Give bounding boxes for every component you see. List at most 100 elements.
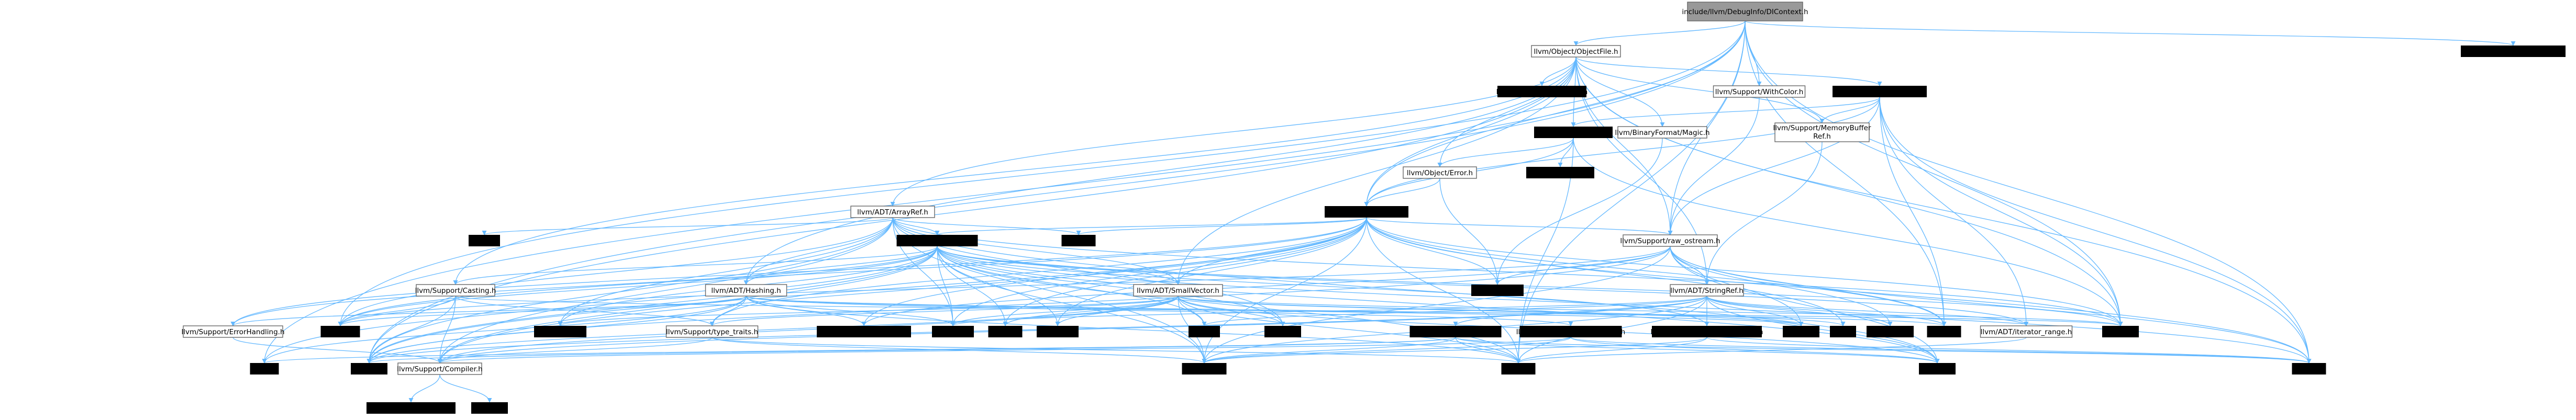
node-label: iterator	[1270, 328, 1296, 336]
node-swift[interactable]: llvm/BinaryFormat/Swift.h	[1496, 86, 1588, 97]
edge-objfile-to-objerror	[1437, 56, 1576, 167]
edge-stlextras-to-errorhandling	[230, 246, 938, 326]
node-label: llvm/Object/ObjectFile.h	[1534, 48, 1618, 56]
edge-objfile-to-supperror	[1364, 56, 1576, 207]
node-cstddef-low: cstddef	[471, 402, 508, 414]
edge-stlextras-to-optional	[338, 246, 938, 326]
edge-arrayref-to-initlist	[558, 217, 893, 326]
node-hashing[interactable]: llvm/ADT/Hashing.h	[705, 284, 787, 297]
node-box	[469, 235, 500, 246]
edge-hashing-to-swapbyteorder	[746, 296, 1573, 326]
node-box	[1182, 363, 1227, 374]
edge-stlextras-to-stlfunctional	[937, 246, 1709, 326]
node-box	[1833, 86, 1927, 97]
edge-smallvector-to-utility	[1178, 296, 1521, 364]
node-smallvector[interactable]: llvm/ADT/SmallVector.h	[1133, 284, 1223, 297]
node-compiler[interactable]: llvm/Support/Compiler.h	[397, 362, 483, 375]
node-withcolor[interactable]: llvm/Support/WithColor.h	[1713, 85, 1806, 98]
edge-smallvector-to-initlist	[558, 296, 1179, 326]
node-box	[1617, 126, 1707, 139]
node-objfile[interactable]: llvm/Object/ObjectFile.h	[1531, 45, 1621, 58]
node-label: memory	[2106, 328, 2135, 336]
node-memory: memory	[2102, 326, 2139, 337]
node-arrayref[interactable]: llvm/ADT/ArrayRef.h	[850, 206, 935, 218]
node-utility: utility	[1501, 363, 1536, 374]
node-initlist: initializer_list	[534, 326, 586, 337]
node-stlextras[interactable]: llvm/ADT/STLExtras.h	[896, 235, 978, 246]
node-box	[1189, 326, 1220, 337]
node-stringref[interactable]: llvm/ADT/StringRef.h	[1670, 284, 1744, 297]
node-label: llvm/BinaryFormat/Swift.h	[1496, 88, 1588, 96]
node-label: optional	[326, 328, 355, 336]
node-systemerror: system_error	[1471, 285, 1524, 296]
node-box	[2102, 326, 2139, 337]
edge-stlextras-to-cstdint	[937, 246, 2312, 364]
node-datatypes[interactable]: llvm/Support/DataTypes.h	[817, 326, 911, 337]
edge-supperror-to-memory	[1366, 217, 2123, 326]
node-casting[interactable]: llvm/Support/Casting.h	[415, 284, 496, 297]
edge-smallvector-to-typetraits_h	[709, 296, 1179, 326]
node-label: llvm/Support/Casting.h	[415, 287, 496, 295]
edge-root-to-memory	[1745, 20, 2123, 326]
node-binary[interactable]: llvm/Object/Binary.h	[1534, 127, 1613, 138]
edge-smallvector-to-iterator	[1178, 296, 1285, 326]
edge-magic-to-systemerror	[1495, 138, 1663, 285]
edge-casting-to-cassert	[367, 296, 456, 364]
node-iterrange[interactable]: llvm/ADT/iterator_range.h	[1980, 325, 2073, 338]
edge-objfile-to-memory	[1575, 56, 2123, 326]
edge-rawostream-to-systemerror	[1495, 246, 1671, 285]
node-typetraits-h[interactable]: llvm/Support/type_traits.h	[665, 325, 759, 338]
node-label: llvm/Support/SwapByteOrder.h	[1516, 328, 1625, 336]
node-label: llvm/ADT/iterator_range.h	[1981, 328, 2072, 336]
edge-compiler-to-llvmconfig	[408, 374, 440, 403]
edge-stlextras-to-utility	[937, 246, 1521, 364]
node-symbolic[interactable]: llvm/Object/SymbolicFile.h	[1833, 86, 1927, 97]
node-densemapinfo[interactable]: llvm/ADT/DenseMapInfo.h	[1409, 326, 1502, 337]
edge-binary-to-objerror	[1437, 138, 1574, 167]
edge-symbolic-to-binary	[1571, 97, 1880, 127]
edge-root-to-objfile	[1573, 20, 1746, 46]
file-nodes: include/llvm/DebugInfo/DIContext.h llvm/O…	[181, 2, 2566, 414]
edge-arrayref-to-vector	[892, 217, 1081, 235]
node-label: algorithm	[936, 328, 970, 336]
edge-rawostream-to-cstdint	[1670, 246, 2312, 364]
edge-swapbyteorder-to-typetraits	[1202, 337, 1571, 364]
node-label: llvm/ADT/STLExtras.h	[899, 237, 975, 245]
edge-root-to-supperror	[1364, 20, 1746, 207]
node-dwarfdef: llvm/BinaryFormat/Dwarf.def	[2461, 46, 2566, 57]
node-box	[1670, 284, 1744, 297]
node-box	[1325, 206, 1408, 218]
edge-swapbyteorder-to-cstddef_mid	[1570, 337, 1940, 364]
node-magic[interactable]: llvm/BinaryFormat/Magic.h	[1615, 126, 1710, 139]
node-errorhandling[interactable]: llvm/Support/ErrorHandling.h	[181, 325, 285, 338]
node-box	[250, 363, 279, 374]
edge-smallvector-to-cassert	[367, 296, 1179, 364]
node-root[interactable]: include/llvm/DebugInfo/DIContext.h	[1682, 2, 1808, 21]
node-stlfunctional[interactable]: llvm/ADT/STLFunctionalExtras.h	[1651, 326, 1763, 337]
node-swapbyteorder[interactable]: llvm/Support/SwapByteOrder.h	[1516, 326, 1625, 337]
node-label: utility	[1508, 365, 1528, 373]
edge-stringref-to-algorithm	[950, 296, 1707, 326]
node-label: llvm/Support/type_traits.h	[666, 328, 758, 336]
node-rawostream[interactable]: llvm/Support/raw_ostream.h	[1620, 234, 1720, 247]
edge-hashing-to-datatypes	[746, 296, 867, 326]
node-box	[1623, 234, 1718, 247]
node-triple[interactable]: llvm/ADT/Triple.h	[1526, 167, 1594, 178]
edge-stringref-to-iterrange	[1706, 296, 2029, 326]
node-box	[416, 284, 495, 297]
node-label: llvm/Support/WithColor.h	[1715, 88, 1804, 96]
edge-supperror-to-cstdlib	[1003, 217, 1367, 326]
edge-densemapinfo-to-cassert	[367, 337, 1456, 364]
edge-casting-to-optional	[338, 296, 456, 326]
node-vector: vector	[1061, 235, 1096, 246]
edge-smallvector-to-algorithm	[950, 296, 1179, 326]
node-supperror[interactable]: llvm/Support/Error.h	[1325, 206, 1408, 218]
edge-objerror-to-systemerror	[1439, 178, 1500, 285]
node-box	[534, 326, 586, 337]
node-label: llvm/Support/raw_ostream.h	[1620, 237, 1720, 245]
node-objerror[interactable]: llvm/Object/Error.h	[1403, 166, 1477, 179]
node-box	[1919, 363, 1956, 374]
node-label: type_traits	[1185, 365, 1223, 373]
node-llvmconfig: llvm/Config/llvm-config.h	[367, 402, 456, 414]
